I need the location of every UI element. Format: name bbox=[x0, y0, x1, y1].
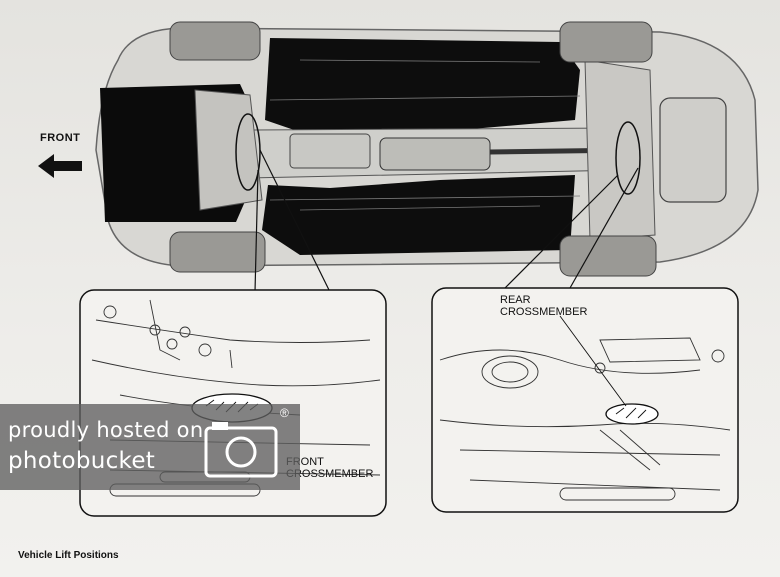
rear-crossmember-label-line1: REAR bbox=[500, 294, 531, 306]
figure-caption: Vehicle Lift Positions bbox=[18, 550, 119, 561]
rear-crossmember-label-leader bbox=[559, 315, 627, 407]
left-arrow-icon bbox=[38, 154, 82, 178]
vehicle-underbody bbox=[95, 21, 759, 277]
rear-crossmember-hatching bbox=[615, 407, 647, 419]
watermark-line2: photobucket bbox=[8, 448, 156, 474]
photobucket-camera-icon bbox=[204, 422, 278, 478]
registered-mark: ® bbox=[280, 406, 289, 420]
front-crossmember-label-line2: CROSSMEMBER bbox=[286, 468, 374, 480]
rear-crossmember-label: REAR CROSSMEMBER bbox=[500, 294, 620, 318]
front-direction-label: FRONT bbox=[40, 132, 81, 144]
callout-leaders bbox=[254, 149, 639, 293]
front-lift-point-marker bbox=[235, 113, 261, 191]
front-crossmember-label-line1: FRONT bbox=[286, 456, 324, 468]
rear-crossmember-detail-box bbox=[431, 287, 739, 513]
front-crossmember-label: FRONT CROSSMEMBER bbox=[286, 456, 406, 480]
rear-lift-point-marker bbox=[615, 121, 641, 195]
photobucket-watermark: proudly hosted on photobucket ® bbox=[0, 404, 300, 490]
watermark-line1: proudly hosted on bbox=[8, 418, 204, 442]
rear-crossmember-label-line2: CROSSMEMBER bbox=[500, 306, 588, 318]
